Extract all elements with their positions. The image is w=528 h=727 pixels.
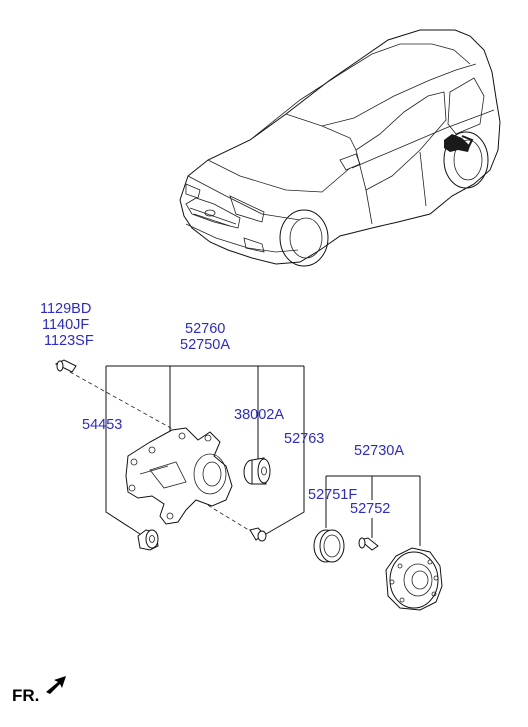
part-number-52763: 52763 [284, 431, 325, 447]
direction-label: FR. [12, 686, 40, 705]
part-number-38002a: 38002A [234, 407, 284, 423]
highlight-hub-mark [444, 134, 474, 152]
car-illustration [179, 29, 501, 267]
part-number-52760: 52760 [185, 321, 226, 337]
bushing-upper [243, 457, 271, 485]
hub-bolt-part [358, 537, 379, 551]
part-number-1123sf: 1123SF [44, 333, 94, 349]
hub-assembly-part [385, 547, 443, 611]
bolt-lower [249, 527, 267, 542]
hub-cap-part [313, 529, 345, 563]
part-number-1129bd: 1129BD [40, 301, 92, 317]
part-number-52730a: 52730A [354, 443, 404, 459]
part-number-52751f: 52751F [308, 487, 358, 503]
part-number-52752: 52752 [350, 501, 391, 517]
arrow-left-down-icon [46, 676, 66, 694]
bushing-lower [137, 529, 159, 551]
bolt-upper [54, 359, 77, 373]
leader-lines [69, 365, 421, 546]
part-number-52750a: 52750A [180, 337, 230, 353]
part-number-1140jf: 1140JF [42, 317, 90, 333]
knuckle-part [125, 427, 233, 525]
part-number-54453: 54453 [82, 417, 123, 433]
